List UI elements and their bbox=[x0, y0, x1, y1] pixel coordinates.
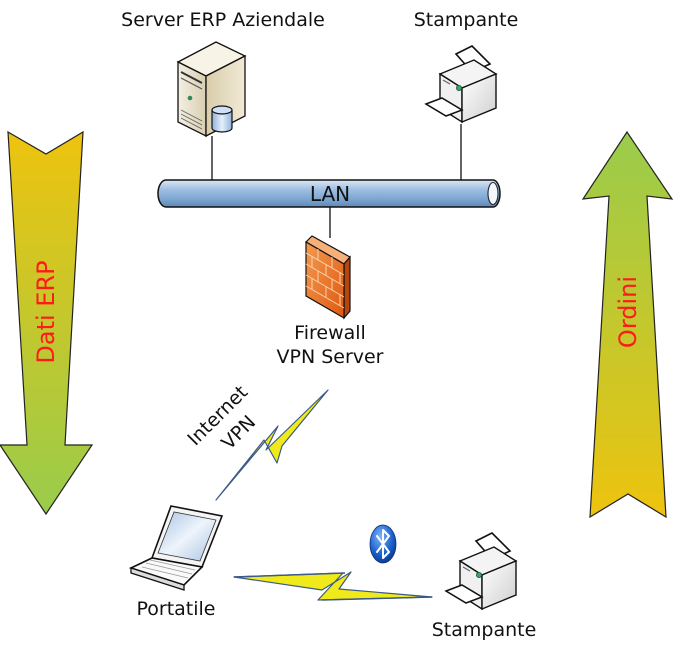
bluetooth-icon bbox=[369, 524, 397, 564]
lan-bus: LAN bbox=[157, 179, 501, 208]
flow-label-ordini: Ordini bbox=[614, 276, 642, 348]
laptop-node[interactable]: Portatile bbox=[128, 505, 224, 620]
flow-arrow-dati-erp: Dati ERP bbox=[0, 130, 94, 516]
lightning-bolt-bluetooth bbox=[233, 571, 433, 601]
lan-label: LAN bbox=[310, 182, 350, 206]
printer-icon bbox=[425, 45, 497, 123]
server-label: Server ERP Aziendale bbox=[121, 9, 325, 31]
laptop-label: Portatile bbox=[136, 598, 215, 620]
bluetooth-link bbox=[233, 524, 433, 601]
firewall-node[interactable]: Firewall VPN Server bbox=[276, 235, 384, 368]
firewall-brick-wall-icon bbox=[305, 235, 351, 320]
firewall-label: Firewall bbox=[294, 322, 366, 344]
printer-lan-label: Stampante bbox=[414, 9, 519, 31]
server-with-database-icon bbox=[176, 41, 247, 138]
up-arrow-shape bbox=[581, 130, 674, 519]
down-arrow-shape bbox=[0, 130, 94, 516]
flow-label-dati-erp: Dati ERP bbox=[32, 260, 60, 363]
server-node[interactable]: Server ERP Aziendale bbox=[121, 9, 325, 138]
vpn-link: Internet VPN bbox=[183, 381, 329, 501]
printer-bt-node[interactable]: Stampante bbox=[432, 532, 537, 641]
vpn-server-label: VPN Server bbox=[276, 346, 383, 368]
flow-arrow-ordini: Ordini bbox=[581, 130, 674, 519]
printer-icon bbox=[445, 532, 517, 610]
printer-lan-node[interactable]: Stampante bbox=[414, 9, 519, 123]
lan-pipe-icon bbox=[157, 179, 501, 208]
laptop-icon bbox=[128, 505, 224, 591]
lightning-bolt-vpn bbox=[215, 389, 329, 501]
printer-bt-label: Stampante bbox=[432, 619, 537, 641]
